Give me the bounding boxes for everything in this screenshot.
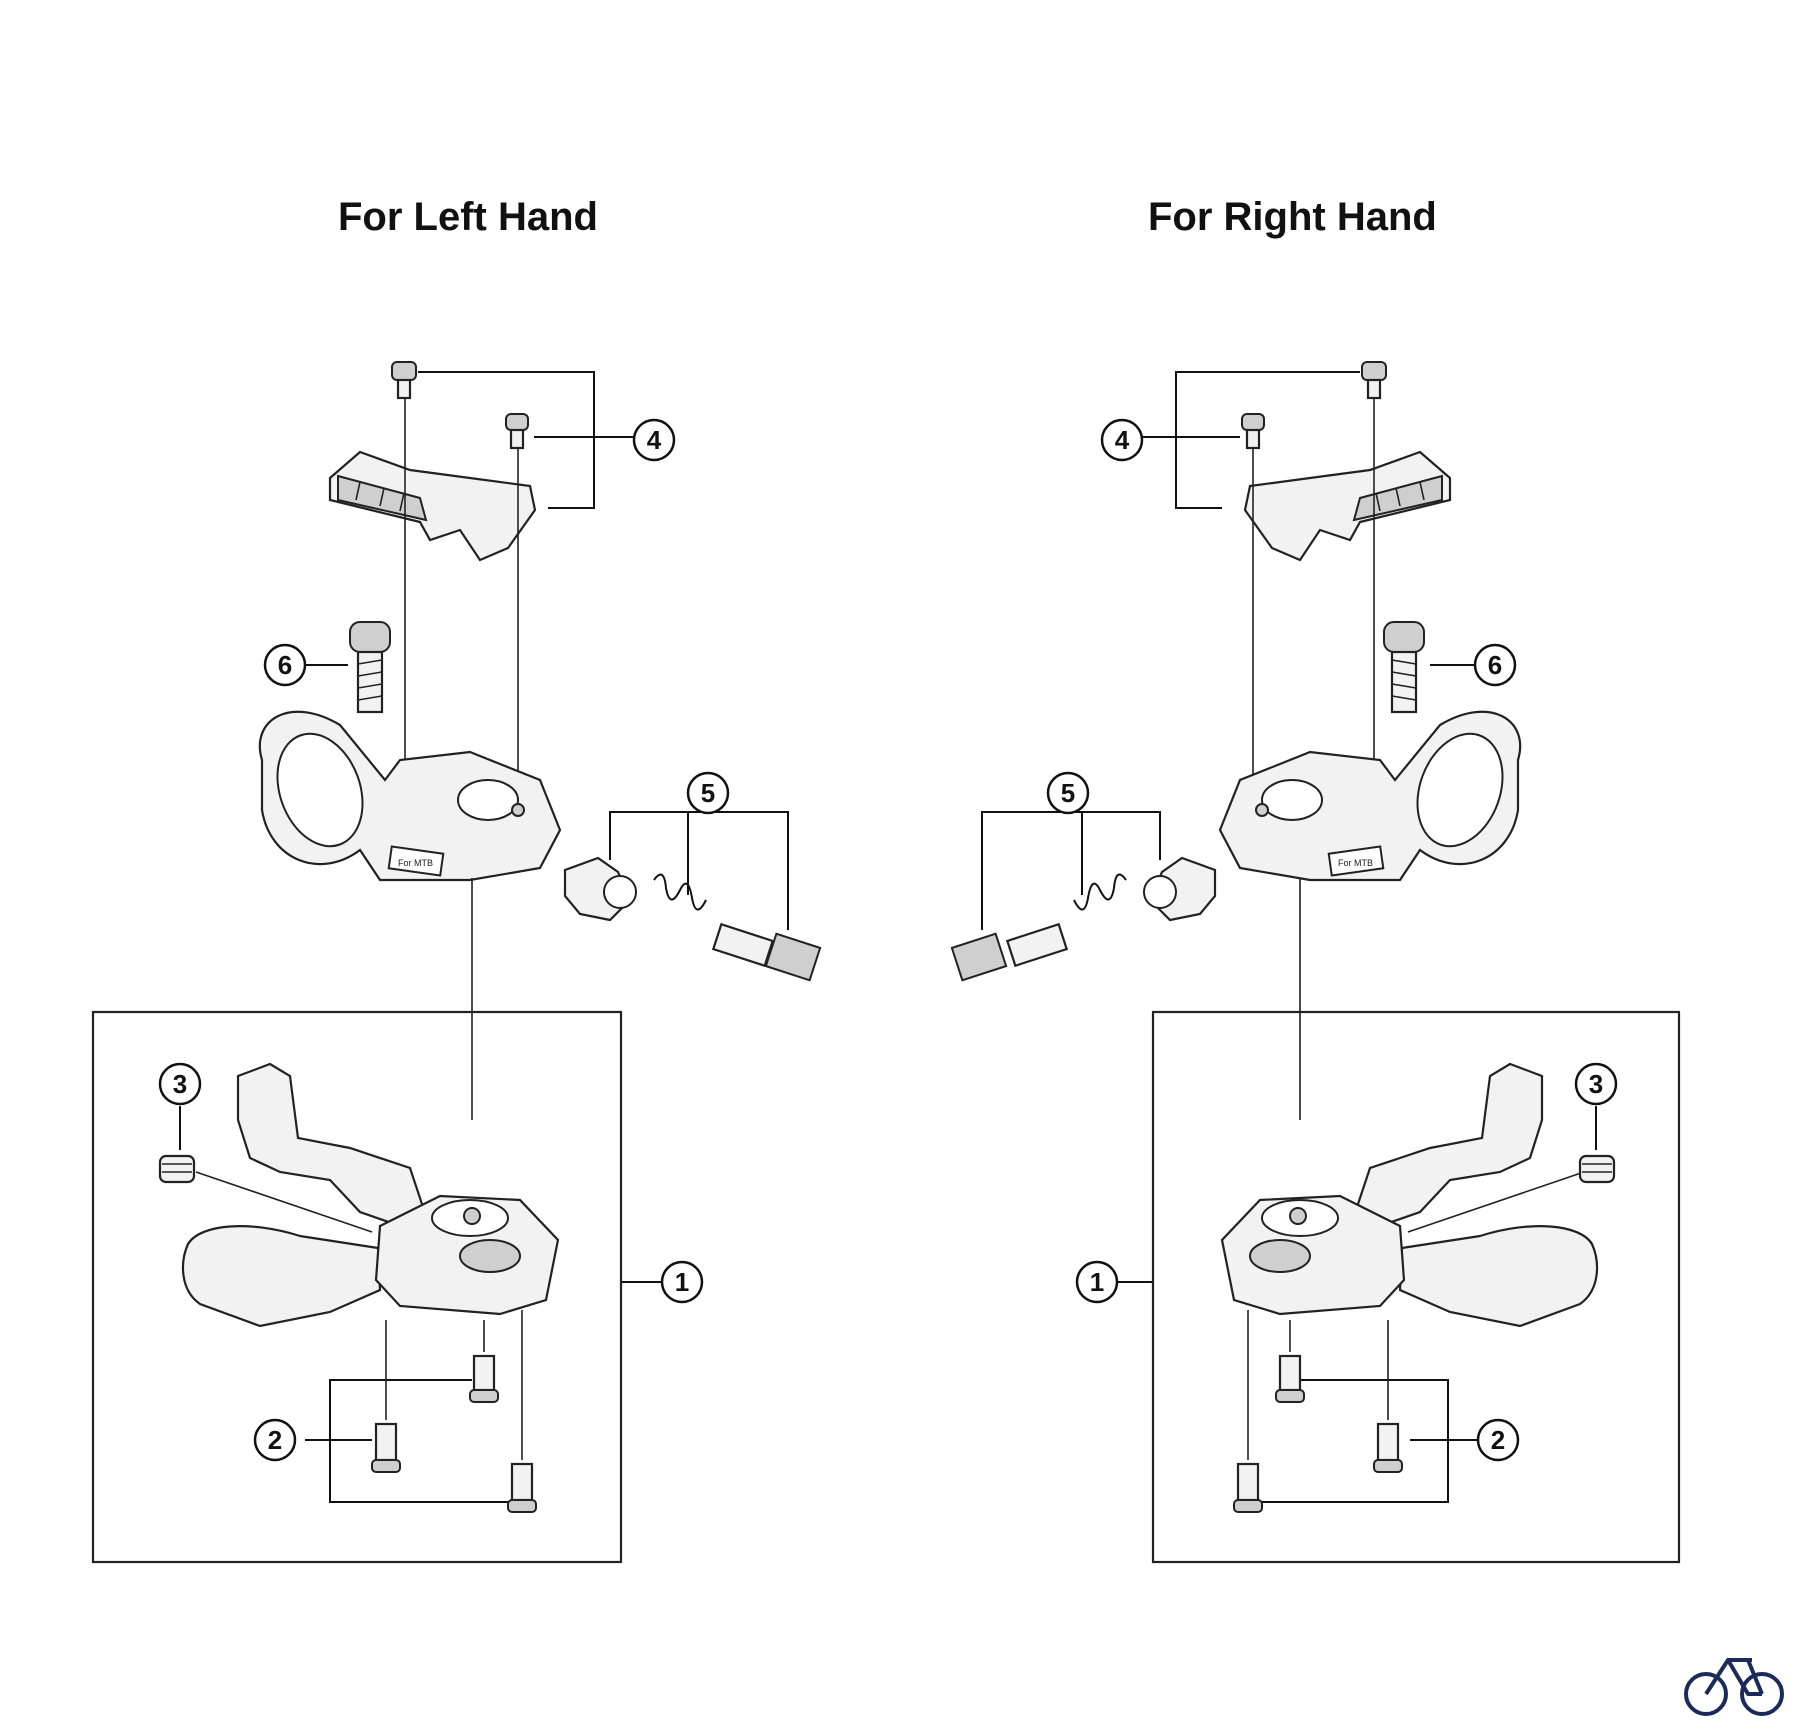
right-callout-2-screws [1233, 1310, 1478, 1513]
left-callout-5-marker: 5 [686, 771, 730, 815]
right-callout-5-assembly [950, 811, 1217, 982]
title-left-hand: For Left Hand [338, 195, 598, 239]
left-callout-4-leader [418, 371, 595, 509]
svg-text:3: 3 [173, 1069, 187, 1099]
left-housing-label: For MTB [398, 858, 433, 868]
svg-text:5: 5 [1061, 778, 1075, 808]
left-hand-assembly: For MTB [91, 361, 822, 1564]
left-callout-1-marker: 1 [660, 1260, 704, 1304]
right-callout-4-marker: 4 [1100, 418, 1144, 462]
right-cover-screw-a [1361, 361, 1387, 400]
left-callout-4: 4 [632, 418, 676, 462]
right-callout-3-plug [1578, 1106, 1616, 1184]
svg-text:1: 1 [675, 1267, 689, 1297]
left-callout-6-marker: 6 [263, 643, 307, 687]
svg-text:1: 1 [1090, 1267, 1104, 1297]
left-callout-6 [305, 621, 391, 714]
svg-text:4: 4 [647, 425, 662, 455]
left-callout-2-marker: 2 [253, 1418, 297, 1462]
right-lever-unit-box [1151, 1010, 1681, 1564]
svg-text:3: 3 [1589, 1069, 1603, 1099]
bicycle-icon [1684, 1658, 1784, 1716]
left-lever-unit-box [91, 1010, 623, 1564]
svg-text:6: 6 [1488, 650, 1502, 680]
right-callout-1-marker: 1 [1075, 1260, 1119, 1304]
left-clamp-housing: For MTB [258, 710, 562, 882]
svg-text:4: 4 [1115, 425, 1130, 455]
left-callout-3-marker: 3 [158, 1062, 202, 1106]
svg-text:6: 6 [278, 650, 292, 680]
left-indicator-cover [328, 450, 537, 562]
left-callout-2-screws [305, 1310, 537, 1513]
svg-text:2: 2 [268, 1425, 282, 1455]
svg-text:2: 2 [1491, 1425, 1505, 1455]
right-callout-4-leader [1175, 371, 1360, 509]
title-right-hand: For Right Hand [1148, 195, 1437, 239]
left-callout-5-assembly [563, 811, 822, 982]
right-callout-2-marker: 2 [1476, 1418, 1520, 1462]
left-cover-screw-a [391, 361, 417, 400]
right-lever-unit [1220, 1062, 1598, 1328]
left-callout-3-plug [158, 1106, 196, 1184]
right-callout-6 [1383, 621, 1475, 714]
left-lever-unit [182, 1062, 560, 1328]
right-hand-assembly: For MTB [950, 361, 1681, 1564]
right-callout-5-marker: 5 [1046, 771, 1090, 815]
svg-text:5: 5 [701, 778, 715, 808]
right-housing-label: For MTB [1338, 858, 1373, 868]
right-cover-screw-b [1241, 413, 1265, 450]
left-cover-screw-b [505, 413, 529, 450]
right-callout-6-marker: 6 [1473, 643, 1517, 687]
right-indicator-cover [1243, 450, 1452, 562]
right-clamp-housing: For MTB [1218, 710, 1522, 882]
right-callout-3-marker: 3 [1574, 1062, 1618, 1106]
